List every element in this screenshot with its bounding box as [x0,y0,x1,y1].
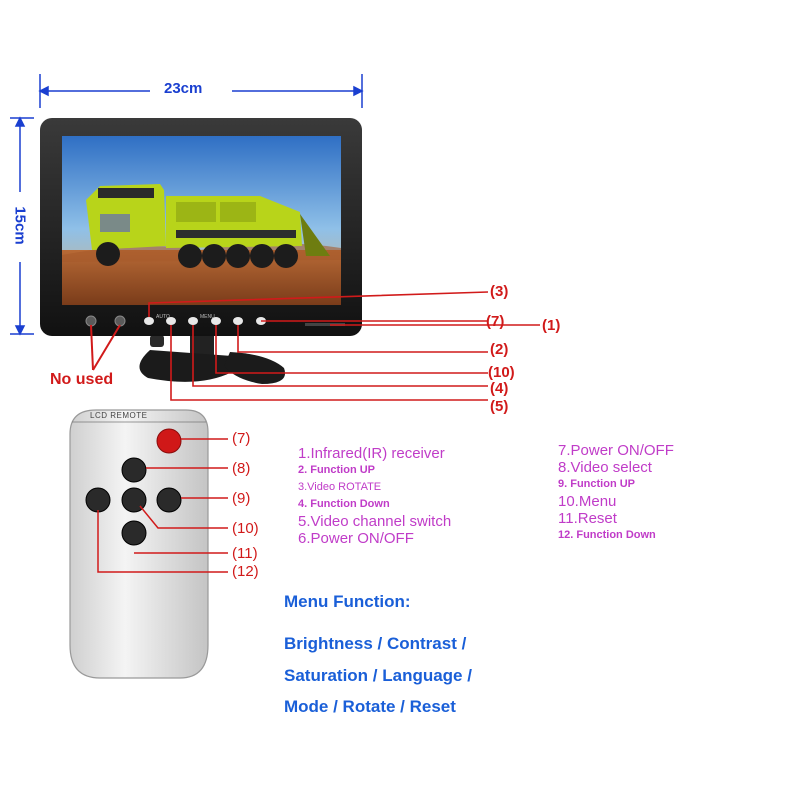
callout-3: (3) [490,283,509,300]
monitor-button-label-auto: AUTO [156,314,170,320]
menu-function-line-3: Mode / Rotate / Reset [284,697,456,716]
legend-item-12: 12. Function Down [558,529,656,541]
monitor-stand [139,335,286,384]
remote-callout-12: (12) [232,563,259,580]
callout-7: (7) [486,313,505,330]
remote-callout-lines [97,438,228,573]
monitor-callout-lines [148,291,540,401]
height-dimension-label: 15cm [11,206,29,245]
menu-function-title: Menu Function: [284,592,411,611]
remote-right-button[interactable] [156,487,182,513]
width-dimension-label: 23cm [164,80,203,97]
no-used-label: No used [50,371,114,388]
legend-item-11: 11.Reset [558,510,617,527]
monitor-bezel-controls [85,315,126,327]
legend-item-3: 3.Video ROTATE [298,481,382,493]
remote-header: LCD REMOTE [90,411,148,420]
callout-5: (5) [490,398,509,415]
legend-item-2: 2. Function UP [298,464,375,476]
legend-item-5: 5.Video channel switch [298,513,452,530]
legend-item-8: 8.Video select [558,459,652,476]
legend-item-9: 9. Function UP [558,478,635,490]
height-dimension [10,116,34,336]
monitor-button-label-menu: MENU [200,314,215,320]
legend-item-10: 10.Menu [558,493,617,510]
legend-item-1: 1.Infrared(IR) receiver [298,445,445,462]
legend-item-7: 7.Power ON/OFF [558,442,674,459]
callout-4: (4) [490,380,509,397]
callout-10: (10) [488,364,515,381]
remote-left-button[interactable] [85,487,111,513]
width-dimension [38,74,364,108]
remote-down-button[interactable] [121,520,147,546]
remote-callout-11: (11) [232,545,258,562]
remote-callout-8: (8) [232,460,251,477]
remote-up-button[interactable] [121,457,147,483]
remote-power-button[interactable] [156,428,182,454]
legend-item-4: 4. Function Down [298,498,390,510]
legend-right: 7.Power ON/OFF 8.Video select 9. Functio… [558,442,674,544]
screen-truck-image [62,184,341,305]
remote-callout-7: (7) [232,430,251,447]
menu-function-line-1: Brightness / Contrast / [284,634,467,653]
callout-2: (2) [490,341,509,358]
legend-item-6: 6.Power ON/OFF [298,530,414,547]
no-used-pointer-lines [90,324,121,371]
remote-callout-10: (10) [232,520,259,537]
callout-1: (1) [542,317,561,334]
menu-function-line-2: Saturation / Language / [284,666,472,685]
remote-callout-9: (9) [232,490,251,507]
legend-left: 1.Infrared(IR) receiver 2. Function UP 3… [298,445,451,547]
